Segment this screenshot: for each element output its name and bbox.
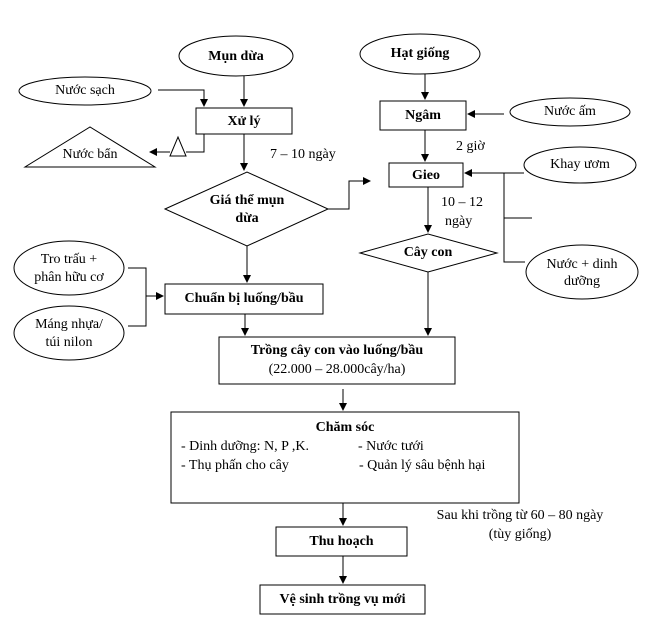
plastic-line1: Máng nhựa/ xyxy=(35,317,103,332)
seeds-ellipse xyxy=(359,33,481,75)
care-item: - Dinh dưỡng: N, P ,K. xyxy=(181,439,310,454)
harvest-box xyxy=(275,526,408,557)
harvest-time-line1: Sau khi trồng từ 60 – 80 ngày xyxy=(436,508,604,523)
care-item: - Nước tưới xyxy=(358,439,424,454)
prepare-box xyxy=(164,283,324,315)
husk-ash-ellipse xyxy=(13,240,125,296)
water-nutrients-label: Nước + dinh dưỡng xyxy=(546,257,618,289)
care-item: - Thụ phấn cho cây xyxy=(181,458,289,473)
seeds-label: Hạt giống xyxy=(390,46,450,61)
cleanup-label: Vệ sinh trồng vụ mới xyxy=(279,592,406,607)
coir-ellipse xyxy=(178,35,294,77)
transplant-density: (22.000 – 28.000cây/ha) xyxy=(268,362,406,377)
small-triangle xyxy=(169,135,187,157)
dirty-water-triangle xyxy=(23,126,157,168)
coir-label: Mụn dừa xyxy=(208,49,264,64)
clean-water-ellipse xyxy=(18,76,152,106)
care-box xyxy=(170,411,520,504)
husk-ash-line1: Tro trấu + xyxy=(40,252,98,267)
substrate-to-sow-arrow xyxy=(328,177,371,210)
seedling-diamond xyxy=(358,233,499,273)
harvest-label: Thu hoạch xyxy=(309,534,374,549)
husk-bracket xyxy=(128,267,147,327)
dirty-water-label: Nước bẩn xyxy=(62,147,118,162)
transplant-title: Trồng cây con vào luống/bầu xyxy=(250,343,424,358)
sow-label: Gieo xyxy=(412,168,440,183)
seedling-label: Cây con xyxy=(403,245,453,260)
soak-duration: 2 giờ xyxy=(456,139,485,154)
care-title: Chăm sóc xyxy=(315,420,375,435)
substrate-line1: Giá thể mụn xyxy=(209,193,285,208)
sow-box xyxy=(388,162,464,188)
prepare-label: Chuẩn bị luống/bầu xyxy=(184,291,304,306)
substrate-line2: dừa xyxy=(235,211,259,226)
germination-line2: ngày xyxy=(445,214,473,229)
harvest-time-line2: (tùy giống) xyxy=(488,527,552,542)
husk-ash-line2: phân hữu cơ xyxy=(34,270,104,285)
warm-water-ellipse xyxy=(509,97,631,127)
cleanup-box xyxy=(259,584,426,615)
care-item: - Quản lý sâu bệnh hại xyxy=(359,458,486,473)
water-nutrients-ellipse xyxy=(525,244,639,300)
clean-water-label: Nước sạch xyxy=(55,83,115,98)
plastic-ellipse xyxy=(13,305,125,361)
soak-label: Ngâm xyxy=(405,108,441,123)
warm-water-label: Nước ấm xyxy=(544,104,596,119)
nursery-tray-ellipse xyxy=(523,146,637,184)
treat-duration: 7 – 10 ngày xyxy=(270,147,336,162)
transplant-box xyxy=(218,336,456,385)
plastic-line2: túi nilon xyxy=(45,335,93,350)
nutrients-bracket xyxy=(503,173,525,263)
soak-box xyxy=(379,100,467,131)
treat-label: Xử lý xyxy=(227,114,261,129)
substrate-diamond xyxy=(163,171,330,247)
germination-line1: 10 – 12 xyxy=(441,195,483,210)
treat-to-dirty-water-line xyxy=(186,134,205,153)
nursery-tray-label: Khay ươm xyxy=(550,157,610,172)
clean-water-to-treat-arrow xyxy=(158,89,208,107)
